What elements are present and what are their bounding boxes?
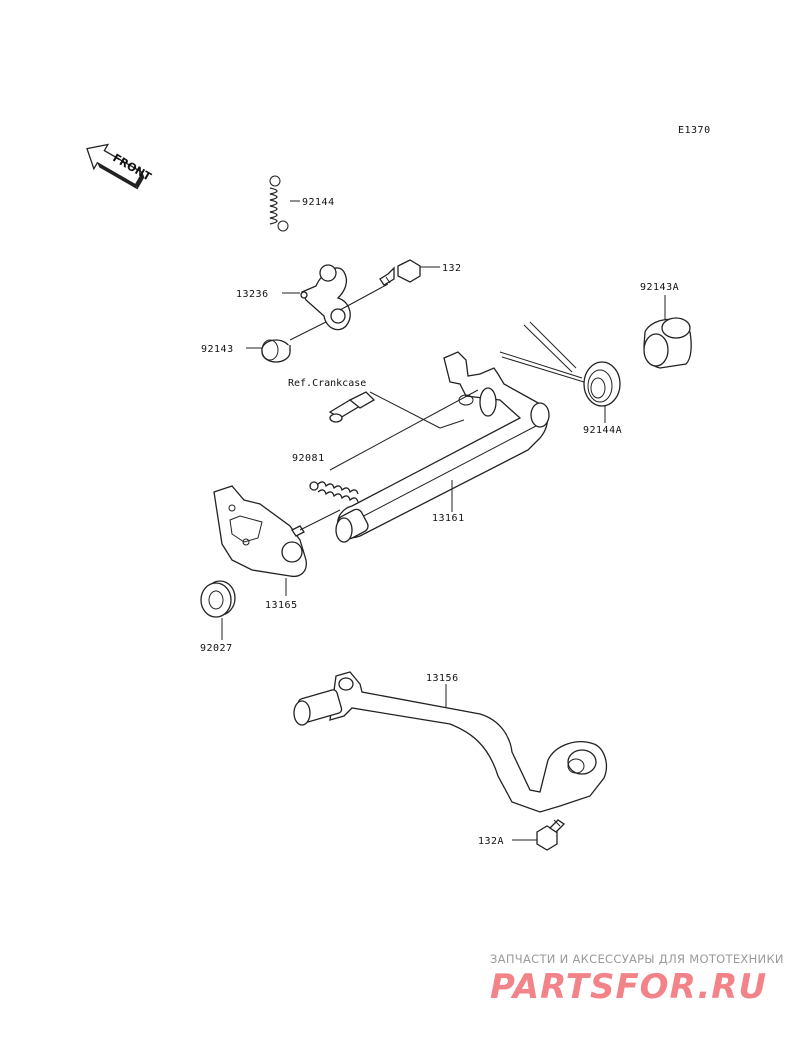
spring-92144a	[499, 321, 621, 407]
pedal-13156	[293, 671, 608, 813]
watermark-tagline: ЗАПЧАСТИ И АКСЕССУАРЫ ДЛЯ МОТОТЕХНИКИ	[490, 952, 784, 966]
label-92081: 92081	[292, 453, 325, 464]
label-132a: 132A	[478, 836, 504, 847]
label-92144a: 92144A	[583, 425, 622, 436]
label-13165: 13165	[265, 600, 298, 611]
plate-13165	[213, 485, 307, 578]
label-92143: 92143	[201, 344, 234, 355]
watermark-logo: PARTSFOR.RU	[490, 967, 767, 1007]
arm-13236	[300, 264, 351, 331]
label-13161: 13161	[432, 513, 465, 524]
label-13236: 13236	[236, 289, 269, 300]
spring-92081	[309, 481, 359, 503]
collar-92143	[261, 339, 291, 363]
collar-92143a	[643, 317, 692, 369]
spring-92144	[269, 175, 289, 232]
label-92027: 92027	[200, 643, 233, 654]
label-132: 132	[442, 263, 462, 274]
shaft-13161	[335, 351, 550, 543]
label-92143a: 92143A	[640, 282, 679, 293]
ref-crankcase-label: Ref.Crankcase	[288, 378, 366, 389]
label-92144: 92144	[302, 197, 335, 208]
label-13156: 13156	[426, 673, 459, 684]
watermark: ЗАПЧАСТИ И АКСЕССУАРЫ ДЛЯ МОТОТЕХНИКИ PA…	[490, 952, 784, 1007]
bolt-132	[379, 259, 421, 286]
front-arrow-icon	[86, 143, 145, 190]
diagram-code: E1370	[678, 125, 711, 136]
dowel-pin	[328, 391, 376, 423]
washer-92027	[200, 580, 236, 618]
bolt-132a	[536, 819, 566, 851]
